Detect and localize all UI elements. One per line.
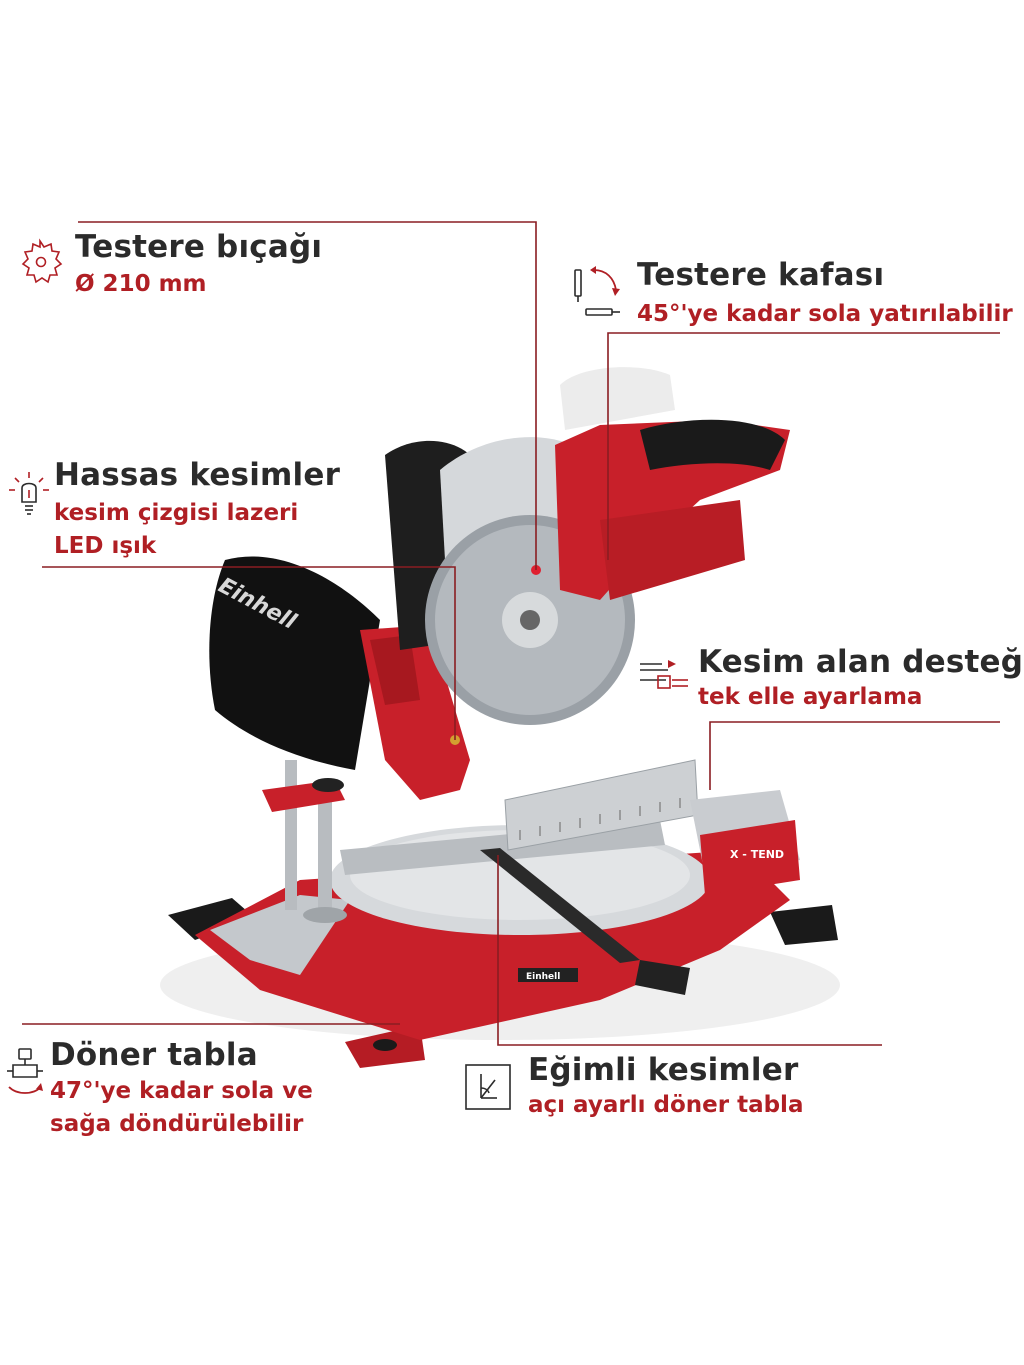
head-title: Testere kafası [637, 257, 885, 293]
battery-housing [600, 500, 745, 600]
laser-title: Hassas kesimler [54, 457, 341, 493]
battery-ghost [560, 367, 675, 430]
table-sub-1: 47°'ye kadar sola ve [50, 1078, 313, 1104]
laser-bulb-icon [9, 472, 49, 515]
clamp-knob [312, 778, 344, 792]
rotate-table-icon [7, 1048, 43, 1094]
front-brand-plate [518, 968, 578, 982]
line-extend [709, 721, 1000, 790]
extend-title: Kesim alan desteği [698, 644, 1024, 680]
line-head [607, 332, 1000, 560]
line-laser [42, 566, 456, 740]
dust-bag [209, 556, 380, 770]
line-blade [78, 221, 537, 570]
table-lock-knob [635, 960, 690, 995]
laser-sub-2: LED ışık [54, 533, 157, 559]
table-title: Döner tabla [50, 1037, 258, 1073]
bevel-title: Eğimli kesimler [528, 1052, 799, 1088]
tilt-arrow-icon [574, 266, 620, 316]
foot-front-hole [373, 1039, 397, 1051]
line-bevel [497, 855, 882, 1046]
saw-handle-grip [640, 419, 785, 470]
table-sub-2: sağa döndürülebilir [50, 1111, 304, 1137]
blade-title: Testere bıçağı [75, 229, 323, 265]
xtend-label: X - TEND [730, 848, 784, 861]
extension-slide-icon [640, 660, 688, 689]
angle-square-icon [465, 1064, 511, 1110]
foot-left [168, 898, 255, 940]
laser-sub-1: kesim çizgisi lazeri [54, 500, 299, 526]
blade-sub: Ø 210 mm [75, 271, 207, 297]
foot-right [770, 905, 838, 945]
scale-ticks [519, 798, 681, 840]
saw-blade-icon [21, 238, 63, 284]
head-sub: 45°'ye kadar sola yatırılabilir [637, 301, 1013, 327]
front-brand-text: Einhell [526, 972, 560, 982]
extend-sub: tek elle ayarlama [698, 684, 923, 710]
bevel-sub: açı ayarlı döner tabla [528, 1092, 804, 1118]
kerf-slot [480, 848, 640, 963]
